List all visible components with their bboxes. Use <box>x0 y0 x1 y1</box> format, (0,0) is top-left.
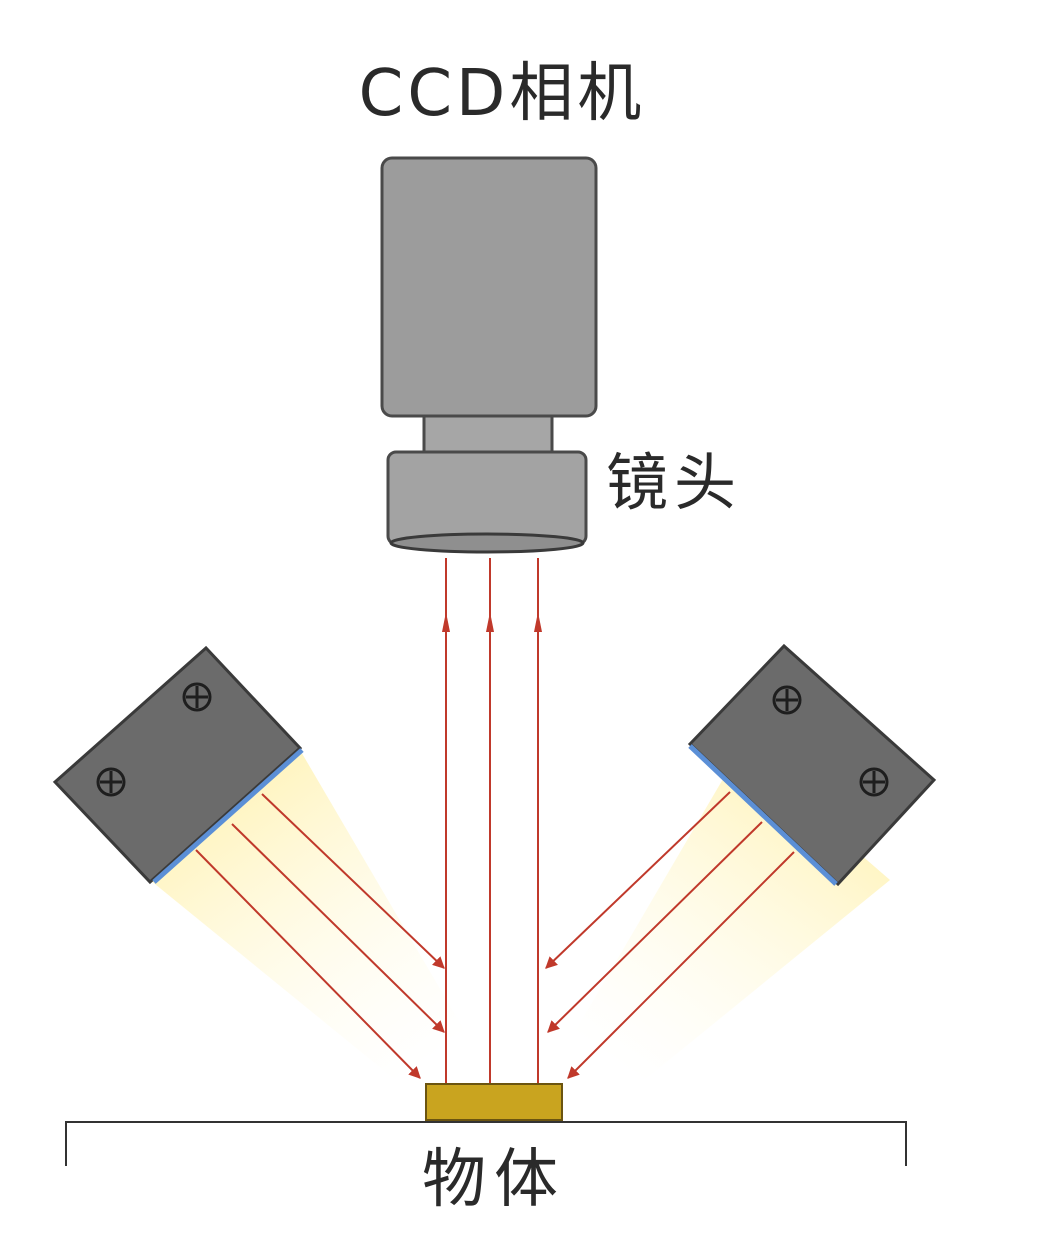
camera-label: CCD相机 <box>358 57 646 131</box>
lens-label: 镜头 <box>606 446 743 519</box>
left-light-source <box>52 645 304 885</box>
screw-head-icon <box>859 767 889 797</box>
incident-ray-right-3 <box>567 851 795 1079</box>
right-light-emitter-edge <box>688 744 838 886</box>
incident-ray-left-3 <box>195 849 421 1079</box>
left-light-glow <box>150 750 470 1100</box>
reflected-ray-arrowhead-left <box>442 612 450 632</box>
object-label: 物体 <box>422 1143 566 1217</box>
right-light-source <box>687 643 937 887</box>
incident-ray-right-2 <box>547 821 763 1033</box>
lens-glass <box>389 532 585 554</box>
stage-baseline <box>65 1121 907 1166</box>
incident-ray-right-1 <box>545 791 731 969</box>
reflected-ray-arrowhead-center <box>486 612 494 632</box>
incident-ray-left-1 <box>261 793 445 969</box>
left-light-emitter-edge <box>152 748 304 884</box>
ccd-camera-body <box>380 156 598 418</box>
object-block <box>425 1083 563 1121</box>
camera-lens-mount <box>422 414 554 454</box>
screw-head-icon <box>772 685 802 715</box>
reflected-ray-arrowhead-right <box>534 612 542 632</box>
lens-body <box>386 450 588 546</box>
incident-ray-left-2 <box>231 823 445 1033</box>
screw-head-icon <box>96 767 126 797</box>
screw-head-icon <box>182 682 212 712</box>
